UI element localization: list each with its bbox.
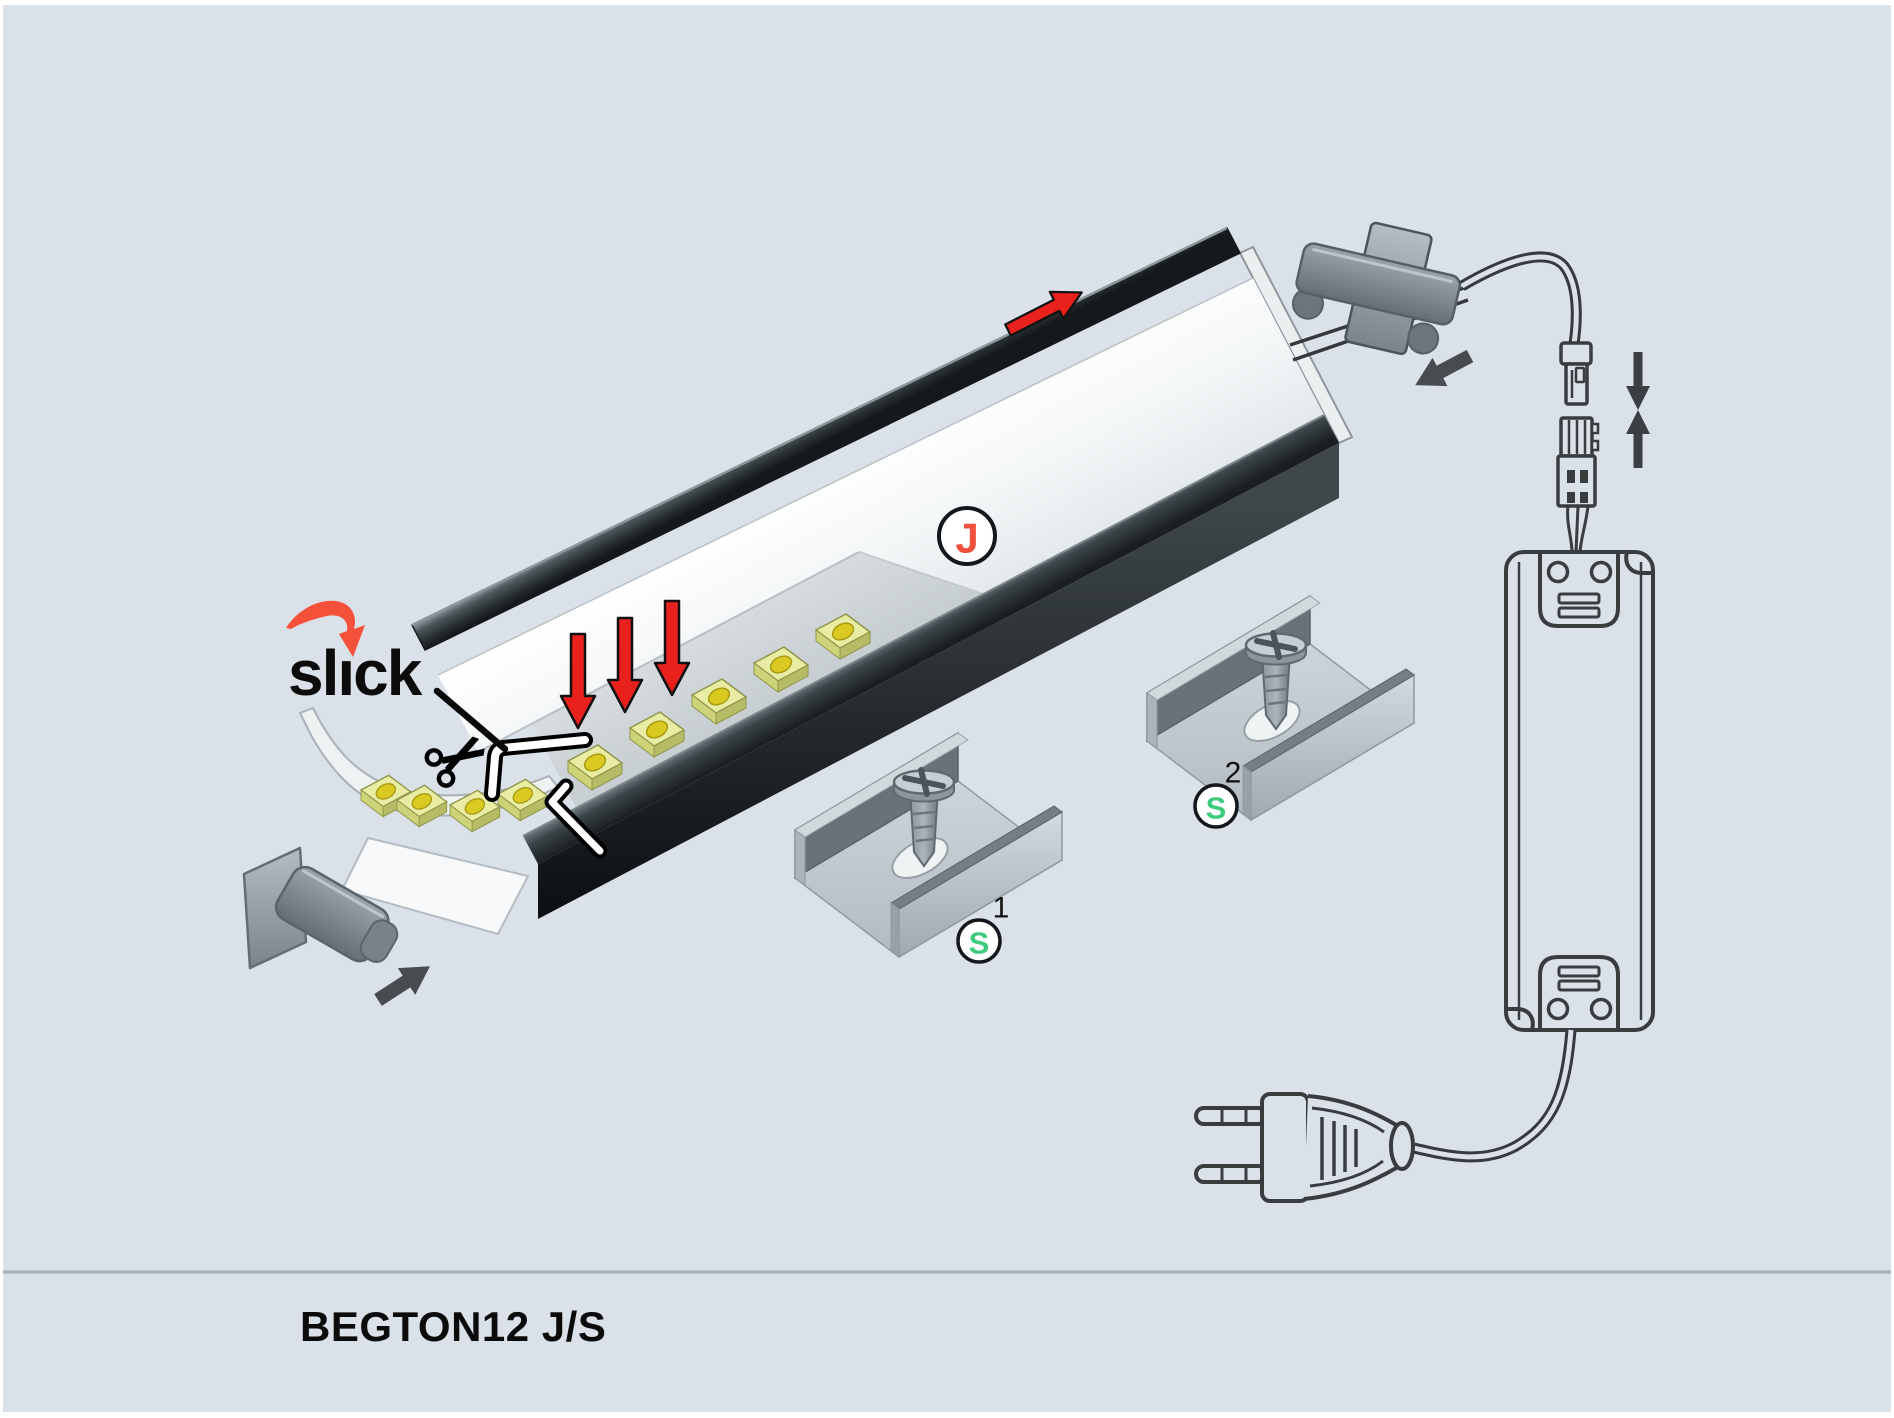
clip-badge-s2-index: 2 (1225, 757, 1242, 790)
power-plug (1194, 1092, 1415, 1203)
power-cable-bottom (1412, 1029, 1577, 1163)
profile-badge-letter: J (955, 515, 978, 562)
brand-logo-text: slıck (288, 637, 423, 709)
power-cable-top (1459, 251, 1582, 345)
end-cap-left (242, 846, 399, 970)
profile-front-rail (523, 415, 1339, 864)
strip-liner (340, 836, 530, 936)
clip-badge-s2: S 2 (1193, 757, 1242, 829)
led-driver (1504, 550, 1655, 1032)
caption: BEGTON12 J/S (300, 1303, 606, 1350)
scissors-icon (424, 736, 485, 788)
brand-logo: slıck (286, 600, 425, 709)
led-strip-external (298, 706, 560, 936)
profile-badge-j: J (937, 506, 997, 566)
connector-pair (1556, 341, 1600, 553)
profile-front-wall (538, 443, 1339, 919)
profile-diffuser (438, 278, 1324, 752)
clip-badge-s1: S 1 (956, 892, 1010, 964)
profile-end-face (1238, 245, 1354, 445)
clip-badge-s1-index: 1 (993, 892, 1010, 925)
clip-badge-s1-letter: S (969, 926, 990, 961)
clip-badge-s2-letter: S (1206, 791, 1227, 826)
led-profile (410, 226, 1354, 919)
end-cap-right (1291, 221, 1462, 356)
brand-arrow-icon (286, 600, 365, 657)
logo-callout-line (433, 687, 509, 753)
